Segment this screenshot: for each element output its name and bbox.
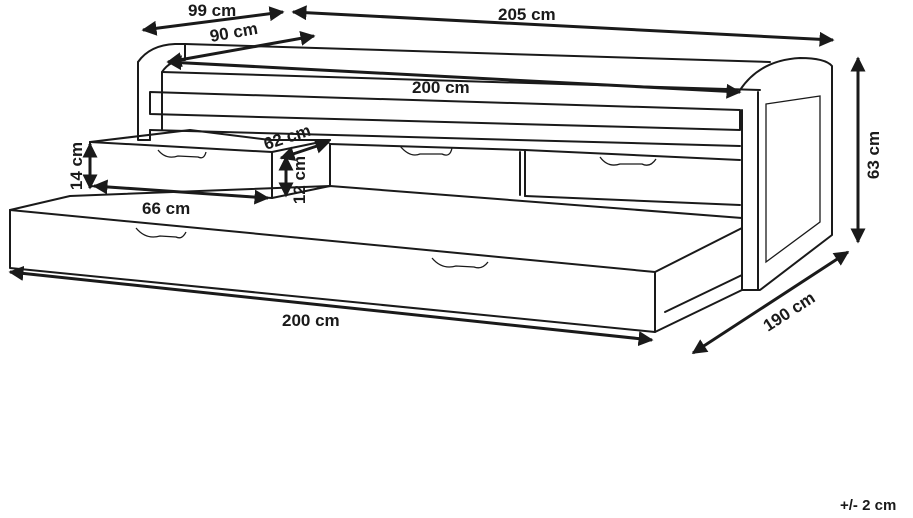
- label-width-base: 190 cm: [760, 288, 819, 335]
- label-tolerance: +/- 2 cm: [840, 497, 896, 514]
- label-drawer-height: 14 cm: [67, 142, 86, 190]
- label-length-total: 205 cm: [498, 5, 556, 24]
- dim-length-mattress-line: [166, 55, 742, 99]
- dim-length-total-line: [291, 5, 835, 47]
- label-drawer-width: 66 cm: [142, 199, 190, 218]
- label-depth-total: 99 cm: [188, 1, 236, 20]
- label-height-total: 63 cm: [864, 131, 883, 179]
- dim-depth-total-line: [141, 6, 285, 36]
- label-trundle-length: 200 cm: [282, 311, 340, 330]
- label-length-mattress: 200 cm: [412, 78, 470, 97]
- dim-drawer-width-line: [92, 179, 270, 205]
- dim-width-base-line: [691, 250, 850, 355]
- dim-drawer-depth-line: [279, 139, 331, 161]
- dimension-lines: [8, 5, 866, 355]
- label-depth-mattress: 90 cm: [208, 19, 259, 46]
- dim-trundle-length-line: [8, 265, 654, 347]
- label-drawer-inner-height: 12 cm: [290, 156, 309, 204]
